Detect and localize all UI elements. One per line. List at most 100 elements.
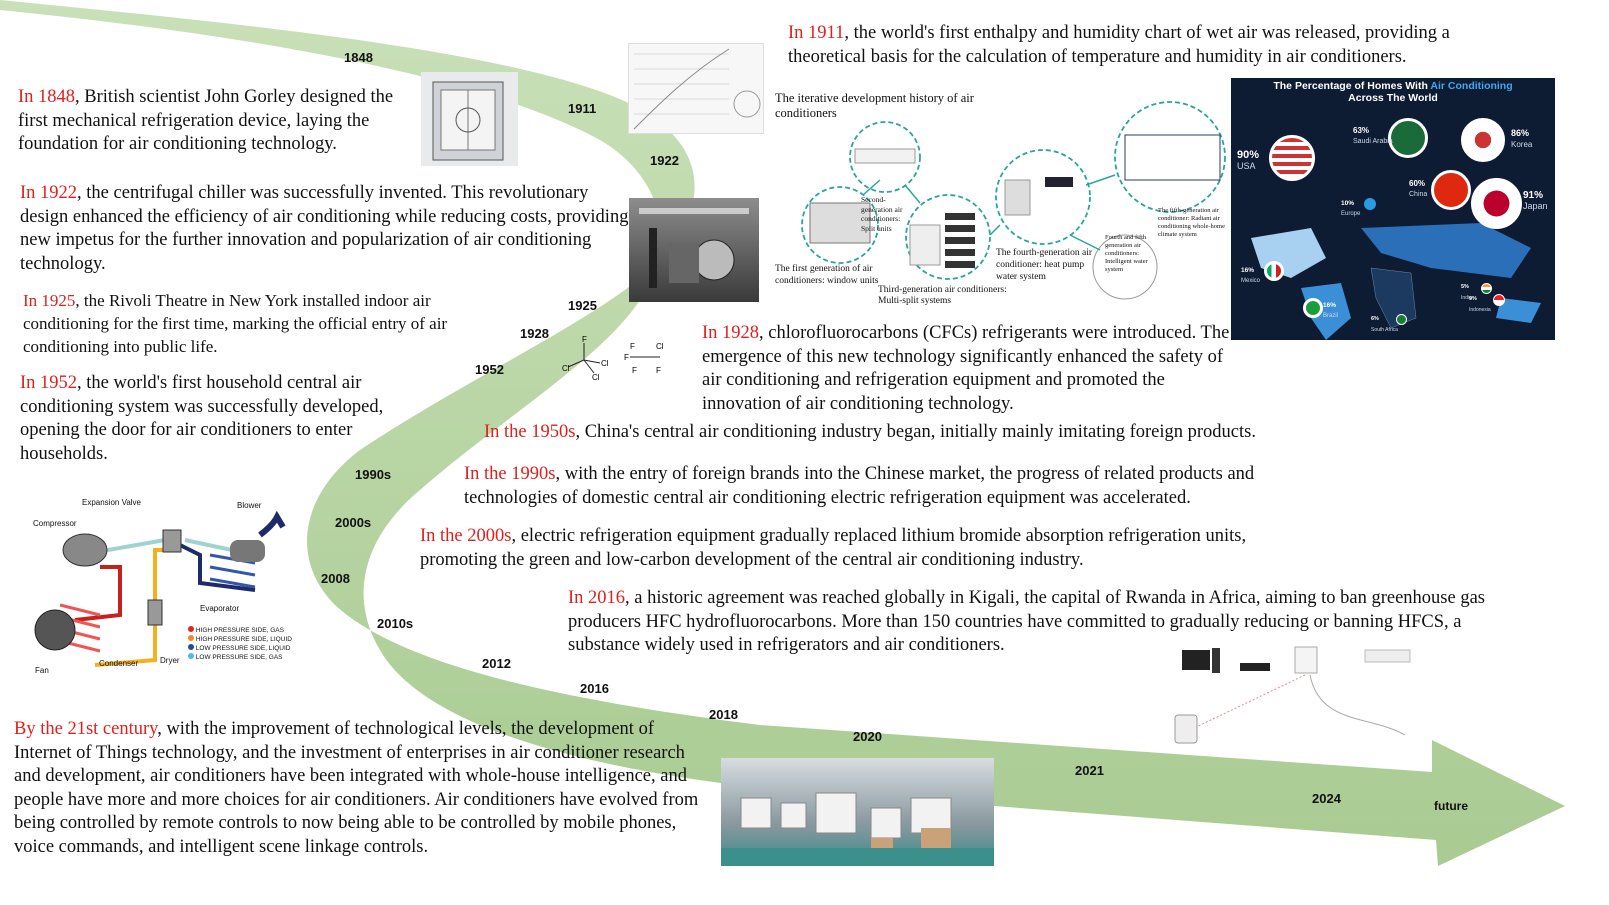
- event-1922: In 1922, the centrifugal chiller was suc…: [20, 182, 632, 276]
- europe-dot-icon: [1364, 198, 1376, 210]
- generation-2-label: Second-generation air conditioners: Spli…: [861, 195, 903, 233]
- mexico-flag-icon: [1264, 261, 1284, 281]
- timeline-label-future: future: [1434, 799, 1468, 813]
- event-text: , the centrifugal chiller was successful…: [20, 183, 629, 274]
- timeline-label-2008: 2008: [321, 571, 350, 586]
- timeline-label-1952: 1952: [475, 362, 504, 377]
- label-dryer: Dryer: [160, 656, 180, 665]
- label-fan: Fan: [35, 666, 49, 675]
- ac-percentage-world-map: The Percentage of Homes With Air Conditi…: [1231, 78, 1555, 340]
- ac-factory-production-line-photo: [721, 758, 994, 866]
- generation-4-label: The fourth-generation air conditioner: h…: [996, 248, 1093, 282]
- stat-japan: 91%Japan: [1523, 190, 1548, 211]
- generation-4-5-label: Fourth and fifth generation air conditio…: [1105, 234, 1148, 273]
- svg-text:F: F: [656, 366, 661, 375]
- korea-flag-icon: [1461, 118, 1505, 162]
- stat-china: 60%China: [1409, 179, 1428, 198]
- label-condenser: Condenser: [99, 659, 139, 668]
- svg-text:Cl: Cl: [601, 359, 609, 368]
- event-year: In the 1990s: [464, 464, 556, 484]
- map-title: The Percentage of Homes With: [1273, 80, 1431, 92]
- event-text: , electric refrigeration equipment gradu…: [420, 526, 1247, 570]
- label-evaporator: Evaporator: [200, 604, 240, 613]
- enthalpy-humidity-chart: [628, 43, 764, 134]
- event-1848: In 1848, British scientist John Gorley d…: [18, 86, 423, 157]
- generation-1-label: The first generation of air conditioners…: [775, 264, 879, 286]
- stat-indonesia: 9%Indonesia: [1469, 296, 1491, 313]
- event-1990s: In the 1990s, with the entry of foreign …: [464, 463, 1314, 510]
- stat-usa: 90%USA: [1237, 149, 1260, 172]
- legend-item: HIGH PRESSURE SIDE, LIQUID: [188, 635, 292, 644]
- event-text: , the Rivoli Theatre in New York install…: [23, 291, 448, 356]
- event-text: , a historic agreement was reached globa…: [568, 588, 1486, 656]
- japan-flag-icon: [1471, 178, 1522, 229]
- event-21st-century: By the 21st century, with the improvemen…: [14, 718, 704, 860]
- svg-text:F: F: [630, 342, 635, 351]
- brazil-flag-icon: [1303, 298, 1323, 318]
- refrigeration-cycle-diagram: Expansion Valve Compressor Blower Evapor…: [15, 495, 295, 677]
- timeline-label-1922: 1922: [650, 153, 679, 168]
- timeline-label-2021: 2021: [1075, 763, 1104, 778]
- generation-5-label: The fifth-generation air conditioner: Ra…: [1158, 207, 1225, 238]
- event-year: In the 1950s: [484, 422, 576, 442]
- centrifugal-chiller-photo: [629, 198, 759, 302]
- timeline-label-2018: 2018: [709, 707, 738, 722]
- timeline-label-2016: 2016: [580, 681, 609, 696]
- event-text: , the world's first household central ai…: [20, 373, 384, 464]
- event-1911: In 1911, the world's first enthalpy and …: [788, 22, 1508, 69]
- iot-smart-control-diagram: [1170, 645, 1415, 745]
- event-2000s: In the 2000s, electric refrigeration equ…: [420, 525, 1260, 572]
- event-1928: In 1928, chlorofluorocarbons (CFCs) refr…: [702, 322, 1232, 416]
- stat-europe: 10%Europe: [1341, 200, 1361, 217]
- event-1925: In 1925, the Rivoli Theatre in New York …: [23, 289, 503, 358]
- label-compressor: Compressor: [33, 519, 77, 528]
- timeline-label-1848: 1848: [344, 50, 373, 65]
- event-year: In 1928: [702, 323, 760, 343]
- timeline-label-2010s: 2010s: [377, 616, 414, 631]
- timeline-label-2000s: 2000s: [335, 515, 372, 530]
- generation-3-label: Third-generation air conditioners: Multi…: [878, 285, 1007, 306]
- legend-item: LOW PRESSURE SIDE, LIQUID: [188, 644, 292, 653]
- timeline-label-2012: 2012: [482, 656, 511, 671]
- event-year: In 1922: [20, 183, 78, 203]
- event-year: In 1925: [23, 291, 76, 310]
- timeline-band: [0, 0, 1565, 866]
- stat-brazil: 16%Brazil: [1323, 302, 1339, 319]
- event-text: , chlorofluorocarbons (CFCs) refrigerant…: [702, 323, 1230, 414]
- svg-text:Cl: Cl: [656, 342, 664, 351]
- south-africa-flag-icon: [1396, 314, 1407, 325]
- svg-text:Cl: Cl: [592, 373, 600, 382]
- pressure-legend: HIGH PRESSURE SIDE, GAS HIGH PRESSURE SI…: [188, 626, 292, 662]
- indonesia-flag-icon: [1493, 294, 1505, 306]
- stat-korea: 86%Korea: [1511, 128, 1533, 149]
- timeline-label-2024: 2024: [1312, 791, 1341, 806]
- event-text: , the world's first enthalpy and humidit…: [788, 23, 1450, 67]
- timeline-label-1925: 1925: [568, 298, 597, 313]
- generations-title: The iterative development history of air…: [775, 91, 974, 120]
- map-title-line2: Across The World: [1348, 92, 1438, 104]
- stat-india: 5%India: [1461, 284, 1472, 301]
- svg-text:F: F: [582, 335, 587, 344]
- event-year: In 2016: [568, 588, 626, 608]
- world-map-shape: [1251, 223, 1541, 340]
- ac-generations-diagram: The iterative development history of air…: [770, 85, 1228, 310]
- timeline-label-1928: 1928: [520, 326, 549, 341]
- saudi-flag-icon: [1388, 118, 1428, 158]
- svg-text:F: F: [624, 353, 629, 362]
- event-year: In the 2000s: [420, 526, 512, 546]
- label-expansion-valve: Expansion Valve: [82, 498, 141, 507]
- timeline-label-2020: 2020: [853, 729, 882, 744]
- timeline-label-1990s: 1990s: [355, 467, 392, 482]
- event-text: , with the entry of foreign brands into …: [464, 464, 1255, 508]
- event-year: In 1848: [18, 87, 76, 107]
- event-text: , with the improvement of technological …: [14, 719, 699, 857]
- stat-saudi-arabia: 63%Saudi Arabia: [1353, 126, 1393, 145]
- stat-south-africa: 6%South Africa: [1371, 316, 1398, 333]
- svg-text:Cl: Cl: [562, 364, 570, 373]
- event-text: , China's central air conditioning indus…: [575, 422, 1256, 442]
- svg-text:F: F: [632, 366, 637, 375]
- china-flag-icon: [1431, 170, 1471, 210]
- event-text: , British scientist John Gorley designed…: [18, 87, 394, 155]
